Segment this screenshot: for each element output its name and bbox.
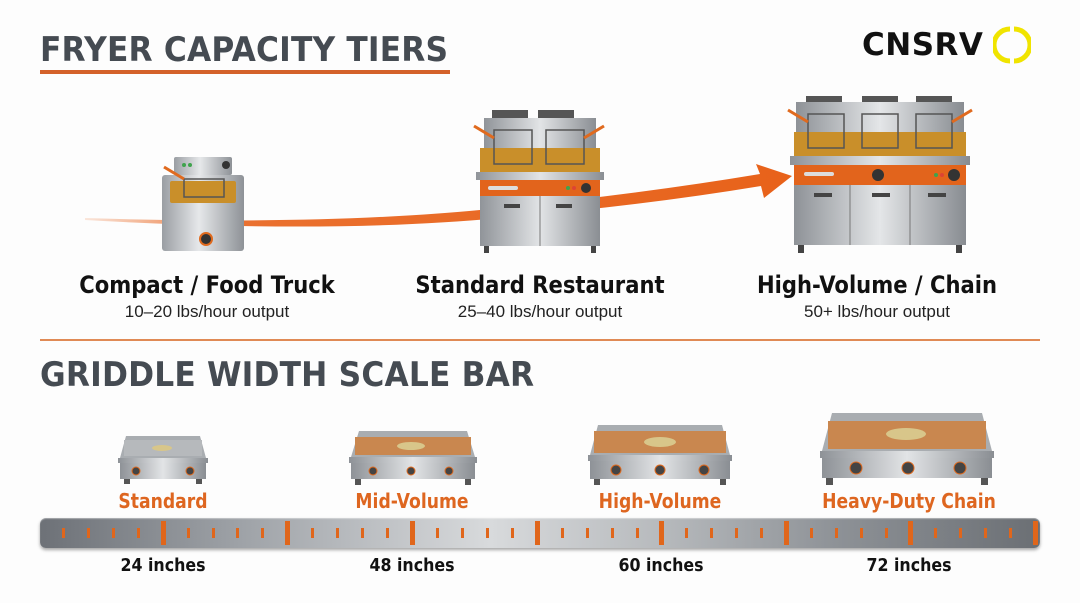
major-tick [410, 521, 415, 545]
griddle-standard-image [118, 436, 208, 484]
griddle-label: Heavy-Duty Chain [822, 489, 996, 513]
tier-output: 50+ lbs/hour output [803, 302, 951, 321]
griddle-label: Standard [118, 489, 208, 513]
major-tick [1033, 521, 1038, 545]
width-label: 48 inches [369, 555, 455, 576]
major-tick [285, 521, 290, 545]
width-label: 24 inches [120, 555, 206, 576]
major-tick [161, 521, 166, 545]
brand-logo: CNSRV [862, 26, 1032, 64]
major-tick [784, 521, 789, 545]
width-label: 72 inches [866, 555, 952, 576]
tier-compact: Compact / Food Truck 10–20 lbs/hour outp… [37, 271, 377, 322]
section-divider [40, 339, 1040, 341]
section-title-griddle: GRIDDLE WIDTH SCALE BAR [40, 355, 535, 395]
tier-output: 10–20 lbs/hour output [124, 302, 290, 321]
title-underline [40, 70, 450, 74]
griddle-label: High-Volume [598, 489, 722, 513]
tier-name: Compact / Food Truck [79, 271, 335, 299]
tier-name: Standard Restaurant [415, 271, 665, 299]
standard-fryer-image [473, 110, 605, 253]
major-tick [535, 521, 540, 545]
tier-high-volume: High-Volume / Chain 50+ lbs/hour output [707, 271, 1047, 322]
griddle-mid-volume-image [349, 431, 477, 485]
growth-arrow-icon [85, 164, 792, 227]
tier-name: High-Volume / Chain [756, 271, 998, 299]
tier-standard: Standard Restaurant 25–40 lbs/hour outpu… [370, 271, 710, 322]
griddle-label: Mid-Volume [355, 489, 469, 513]
griddle-heavy-duty-image [820, 413, 994, 485]
compact-fryer-image [162, 157, 244, 251]
major-tick [908, 521, 913, 545]
high-volume-fryer-image [787, 96, 973, 253]
griddle-high-volume-image [588, 425, 732, 485]
width-label: 60 inches [618, 555, 704, 576]
logo-text: CNSRV [862, 27, 984, 63]
tier-output: 25–40 lbs/hour output [457, 302, 623, 321]
section-title-fryer: FRYER CAPACITY TIERS [40, 30, 449, 70]
width-scale-bar [40, 518, 1040, 548]
yellow-ring-icon [993, 26, 1032, 64]
major-tick [659, 521, 664, 545]
